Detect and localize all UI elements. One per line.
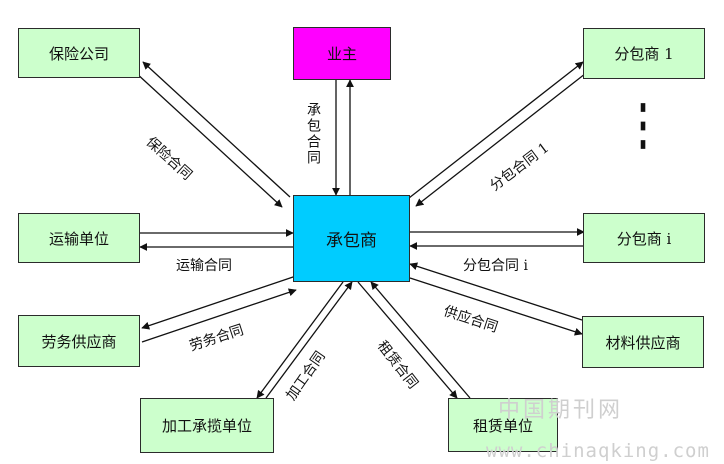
arrow-sub1-to-contractor xyxy=(415,69,591,207)
subi-box: 分包商 i xyxy=(583,213,705,263)
arrow-contractor-to-material xyxy=(409,277,583,336)
processing-box: 加工承揽单位 xyxy=(140,398,274,453)
sub1-box: 分包商 1 xyxy=(583,28,705,79)
arrow-material-to-contractor xyxy=(409,262,583,321)
arrow-contractor-to-leasing xyxy=(357,281,458,399)
watermark-url: www.chinaqking.com xyxy=(486,440,710,462)
subi-label: 分包商 i xyxy=(616,229,672,248)
transport-box: 运输单位 xyxy=(18,213,140,263)
arrow-contractor-to-sub1 xyxy=(408,61,584,199)
leasing-box: 租赁单位 xyxy=(448,398,558,452)
material-label: 材料供应商 xyxy=(605,333,681,352)
owner-box: 业主 xyxy=(293,27,391,80)
transport-label: 运输单位 xyxy=(48,229,109,248)
arrow-contractor-to-insurance xyxy=(142,61,291,198)
watermark-cn: 中国期刊网 xyxy=(498,398,624,423)
arrow-leasing-to-contractor xyxy=(370,281,471,399)
owner-contract-label: 承包合同 xyxy=(305,102,321,166)
labor-box: 劳务供应商 xyxy=(18,315,140,367)
contractor-box: 承包商 xyxy=(293,195,410,282)
sub1-label: 分包商 1 xyxy=(614,45,674,63)
transport-contract-label: 运输合同 xyxy=(176,258,232,274)
ellipsis-dots: ⋮ xyxy=(626,93,660,158)
arrow-insurance-to-contractor xyxy=(134,71,283,208)
arrow-contractor-to-processing xyxy=(256,281,344,399)
arrow-processing-to-contractor xyxy=(265,281,353,399)
arrow-labor-to-contractor xyxy=(141,288,297,343)
insurance-label: 保险公司 xyxy=(48,44,109,63)
arrow-contractor-to-labor xyxy=(141,275,297,330)
labor-label: 劳务供应商 xyxy=(41,332,117,351)
owner-label: 业主 xyxy=(326,45,357,63)
leasing-label: 租赁单位 xyxy=(472,416,533,435)
material-box: 材料供应商 xyxy=(582,316,704,368)
subi-contract-label: 分包合同 i xyxy=(463,258,528,274)
contractor-label: 承包商 xyxy=(326,231,377,251)
processing-label: 加工承揽单位 xyxy=(161,417,252,435)
insurance-box: 保险公司 xyxy=(18,28,140,78)
